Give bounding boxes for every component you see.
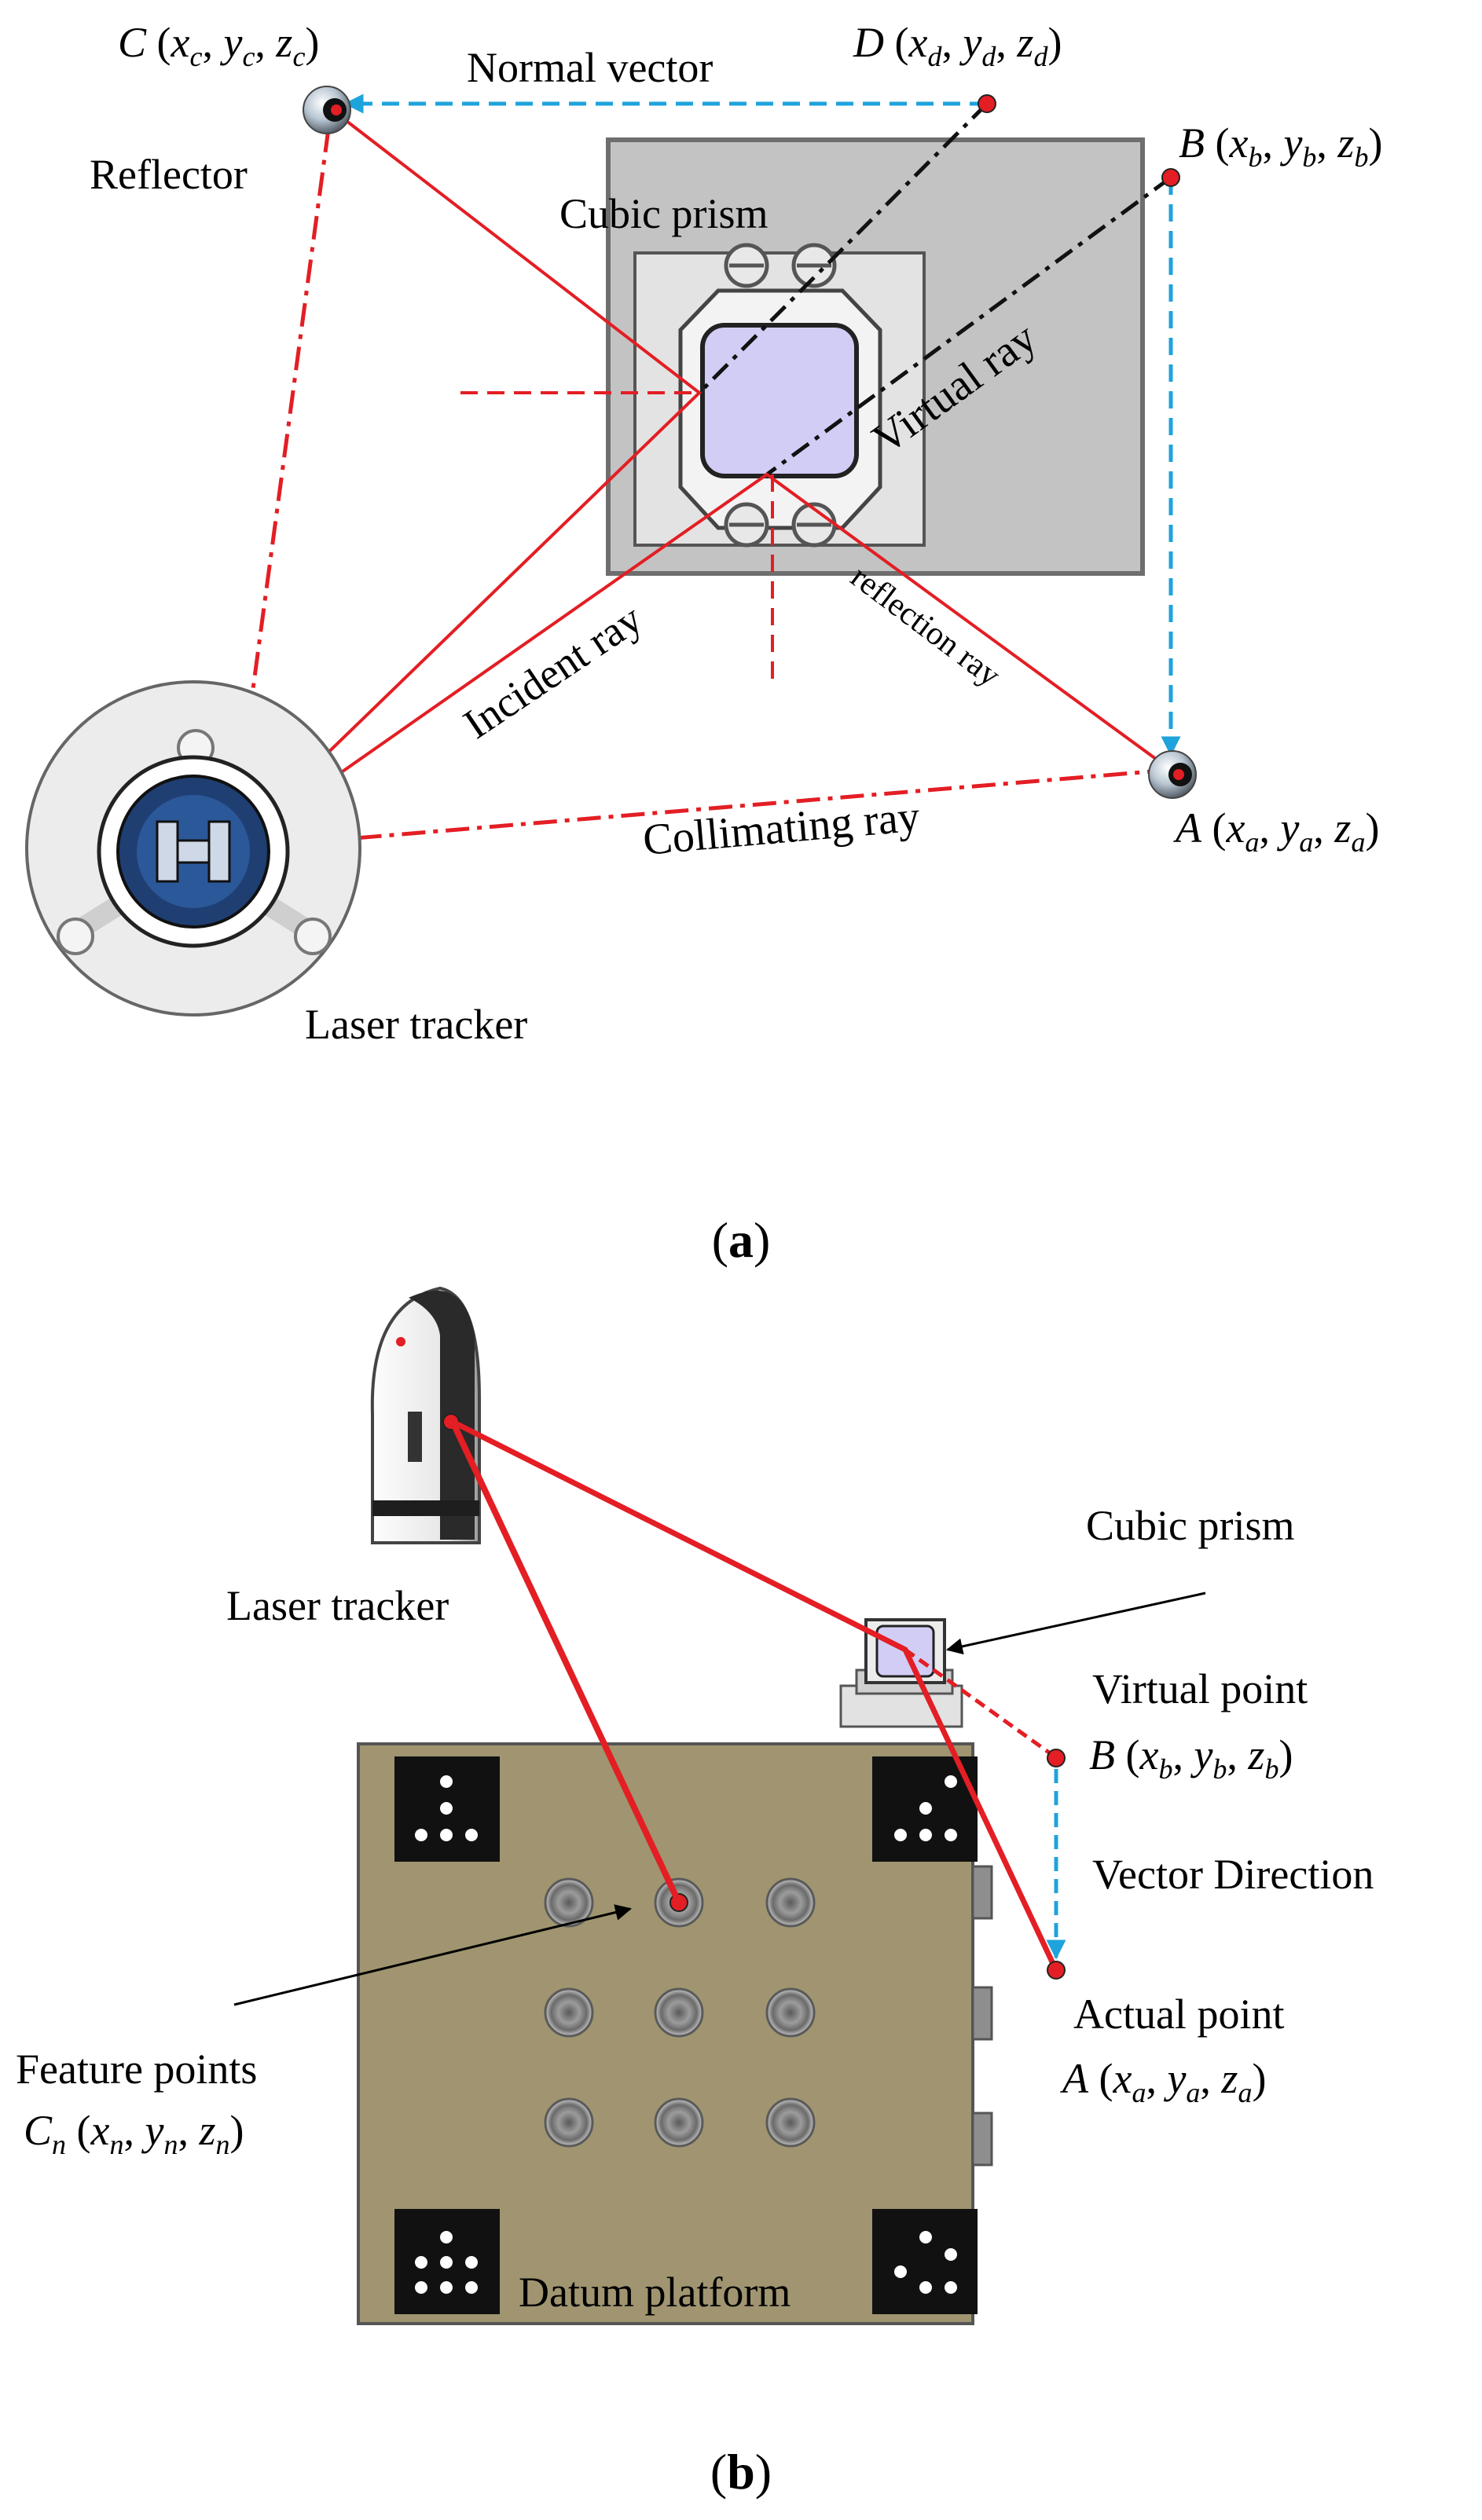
incident-ray-line	[234, 112, 702, 844]
cubic-prism-pointer	[945, 1591, 1206, 1655]
caption-b: (b)	[710, 2444, 772, 2500]
caption-a: (a)	[712, 1212, 771, 1268]
corner-markers	[394, 1756, 978, 2314]
label-cubic-prism-b: Cubic prism	[1086, 1502, 1295, 1549]
cubic-prism-b-icon	[839, 1618, 963, 1728]
label-actual-point: Actual point	[1073, 1991, 1284, 2038]
label-point-c: C (xc, yc, zc)	[118, 19, 319, 72]
label-normal-vector: Normal vector	[467, 44, 713, 91]
label-reflection-ray: reflection ray	[844, 559, 1007, 694]
d-line	[698, 102, 989, 394]
feature-points-pointer	[233, 1904, 633, 2006]
point-b-marker	[1161, 168, 1180, 187]
label-laser-tracker-b: Laser tracker	[226, 1582, 449, 1629]
point-a-actual-marker	[1047, 1961, 1066, 1980]
label-point-b-b: B (xb, yb, zb)	[1089, 1731, 1293, 1785]
label-reflector: Reflector	[90, 151, 248, 198]
laser-tracker-icon	[25, 680, 361, 1016]
label-virtual-point: Virtual point	[1092, 1665, 1308, 1712]
label-point-d: D (xd, yd, zd)	[853, 19, 1062, 72]
label-laser-tracker-a: Laser tracker	[305, 1001, 527, 1048]
label-point-a: A (xa, ya, za)	[1173, 804, 1379, 858]
label-point-b: B (xb, yb, zb)	[1179, 119, 1382, 173]
collimating-ray-line	[345, 767, 1172, 841]
label-cubic-prism-a: Cubic prism	[559, 190, 769, 237]
point-d-marker	[978, 94, 996, 113]
panel-a: C (xc, yc, zc) D (xd, yd, zd) B (xb, yb,…	[25, 19, 1382, 1268]
feature-holes	[544, 1877, 816, 2148]
label-datum-platform: Datum platform	[519, 2269, 791, 2316]
virtual-ray-line	[765, 175, 1172, 477]
screws	[724, 243, 837, 548]
label-point-a-b: A (xa, ya, za)	[1060, 2055, 1266, 2108]
reflection-ray-line	[231, 472, 1172, 850]
panel-b: Laser tracker Cubic prism Virtual point …	[16, 1286, 1374, 2500]
reflector-a-icon	[1148, 750, 1197, 799]
label-collimating-ray: Collimating ray	[641, 792, 922, 865]
cubic-prism-icon	[700, 323, 859, 478]
prism-to-virtual-line	[904, 1647, 1056, 1759]
point-b-virtual-marker	[1047, 1749, 1066, 1767]
label-vector-direction: Vector Direction	[1092, 1851, 1374, 1898]
tracker-to-feature-line	[449, 1420, 682, 1904]
laser-tracker-b-icon	[370, 1286, 481, 1544]
label-feature-points: Feature points	[16, 2046, 257, 2093]
label-point-cn: Cn (xn, yn, zn)	[24, 2107, 244, 2160]
reflector-icon	[303, 86, 351, 134]
